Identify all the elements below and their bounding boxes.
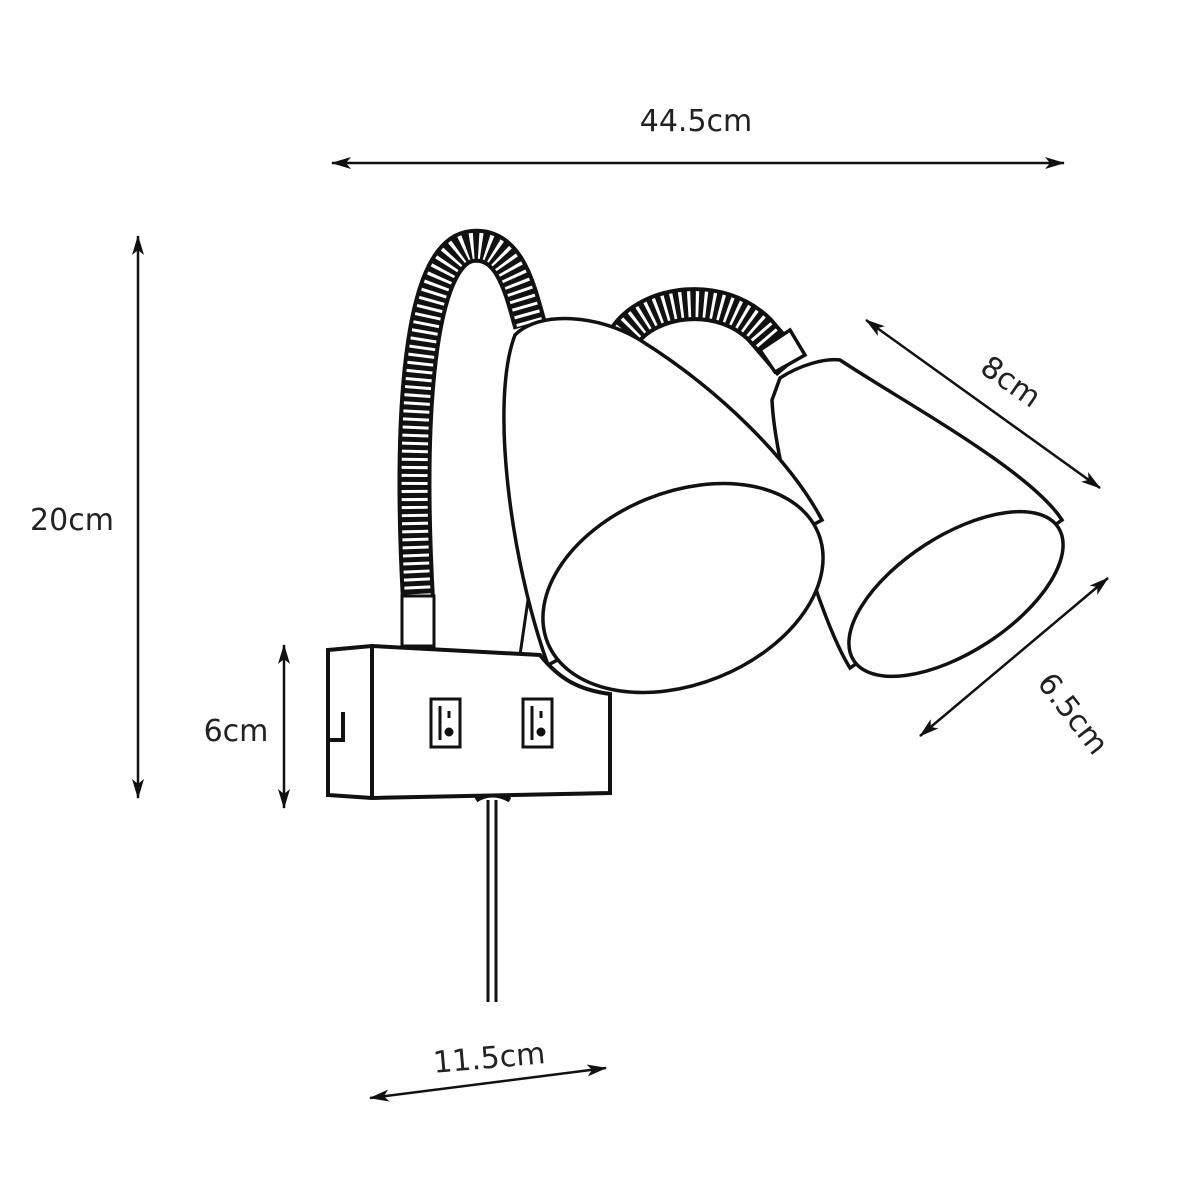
lamp-shade-right [757,327,1065,679]
base-width-label: 11.5cm [432,1036,547,1081]
shade-length-arrow [865,318,1101,490]
flexible-arm-left [397,228,547,656]
width-label: 44.5cm [640,104,753,139]
power-cord [474,792,512,1002]
height-label: 20cm [30,503,114,538]
wall-base [326,643,612,801]
shade-diameter-label: 6.5cm [1030,667,1115,762]
shade-diameter-arrow [919,577,1109,737]
switch-left[interactable] [429,697,462,749]
lamp-shade-left [502,316,825,695]
switch-right[interactable] [521,697,554,749]
base-height-label: 6cm [204,714,269,749]
base-width-arrow [369,1064,607,1102]
flexible-arm-right [611,287,803,377]
